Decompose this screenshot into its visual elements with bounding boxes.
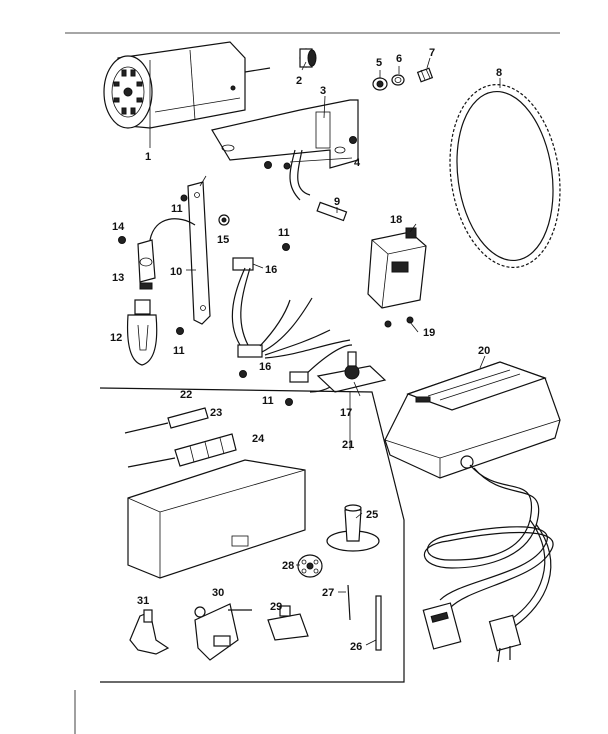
power-cord-part: [423, 464, 554, 627]
nut-part: [416, 67, 434, 83]
washer-part: [372, 77, 388, 91]
lock-washer-part: [391, 74, 405, 86]
hex-nut-part: [218, 214, 230, 226]
small-screwdriver-part: [124, 407, 209, 434]
callout-7: 7: [429, 47, 435, 59]
pulley-part: [299, 48, 317, 68]
callout-6: 6: [396, 53, 402, 65]
callout-1: 1: [145, 151, 151, 163]
spool-holder-part: [326, 504, 380, 552]
callout-26: 26: [350, 641, 362, 653]
callout-10: 10: [170, 266, 182, 278]
wall-plug-part: [488, 614, 522, 663]
callout-28: 28: [282, 560, 294, 572]
callout-29: 29: [270, 601, 282, 613]
lamp-bracket-part: [187, 175, 211, 325]
callout-18: 18: [390, 214, 402, 226]
callout-23: 23: [210, 407, 222, 419]
callout-30: 30: [212, 587, 224, 599]
callout-11-a: 11: [171, 203, 183, 215]
lamp-bulb-part: [126, 299, 158, 366]
callout-2: 2: [296, 75, 302, 87]
callout-24: 24: [252, 433, 265, 445]
callout-5: 5: [376, 57, 382, 69]
callout-11-d: 11: [262, 395, 274, 407]
spool-pin-part: [375, 595, 382, 651]
accessories-box-outline: [99, 387, 405, 683]
buttonhole-foot-part: [194, 603, 252, 661]
accessory-case-part: [127, 459, 306, 579]
callout-21: 21: [342, 439, 354, 451]
wire-clip-part: [232, 257, 263, 358]
callout-16-b: 16: [259, 361, 271, 373]
callout-labels: 1 2 3 4 5 6 7 8 9 10 11 11 11 11 12 13 1…: [110, 47, 502, 653]
needle-part: [347, 584, 351, 621]
screw-part: [118, 194, 293, 406]
bobbin-part: [297, 554, 323, 578]
callout-8: 8: [496, 67, 502, 79]
callout-16-a: 16: [265, 264, 277, 276]
callout-13: 13: [112, 272, 124, 284]
presser-foot-part: [129, 609, 170, 655]
screw-part: [264, 136, 357, 170]
motor-lead-wires: [289, 149, 311, 201]
callout-4: 4: [354, 157, 361, 169]
switch-part: [367, 227, 427, 328]
zipper-foot-part: [267, 605, 309, 641]
large-screwdriver-part: [127, 433, 237, 468]
callout-9: 9: [334, 196, 340, 208]
callout-31: 31: [137, 595, 149, 607]
callout-3: 3: [320, 85, 326, 97]
lamp-socket-part: [137, 218, 196, 290]
motor-bracket-part: [211, 99, 359, 169]
lead-plug-part: [316, 201, 348, 222]
callout-14: 14: [112, 221, 125, 233]
callout-11-c: 11: [173, 345, 185, 357]
callout-12: 12: [110, 332, 122, 344]
cord-plug-part: [422, 602, 462, 650]
callout-25: 25: [366, 509, 378, 521]
foot-controller-part: [384, 361, 561, 479]
callout-20: 20: [478, 345, 490, 357]
leader-lines: [149, 57, 501, 646]
callout-17: 17: [340, 407, 352, 419]
drive-belt-part: [449, 83, 561, 269]
callout-15: 15: [217, 234, 229, 246]
callout-27: 27: [322, 587, 334, 599]
callout-22: 22: [180, 389, 192, 401]
callout-11-b: 11: [278, 227, 290, 239]
motor-part: [103, 41, 271, 129]
callout-19: 19: [423, 327, 435, 339]
speed-controller-part: [289, 351, 387, 393]
